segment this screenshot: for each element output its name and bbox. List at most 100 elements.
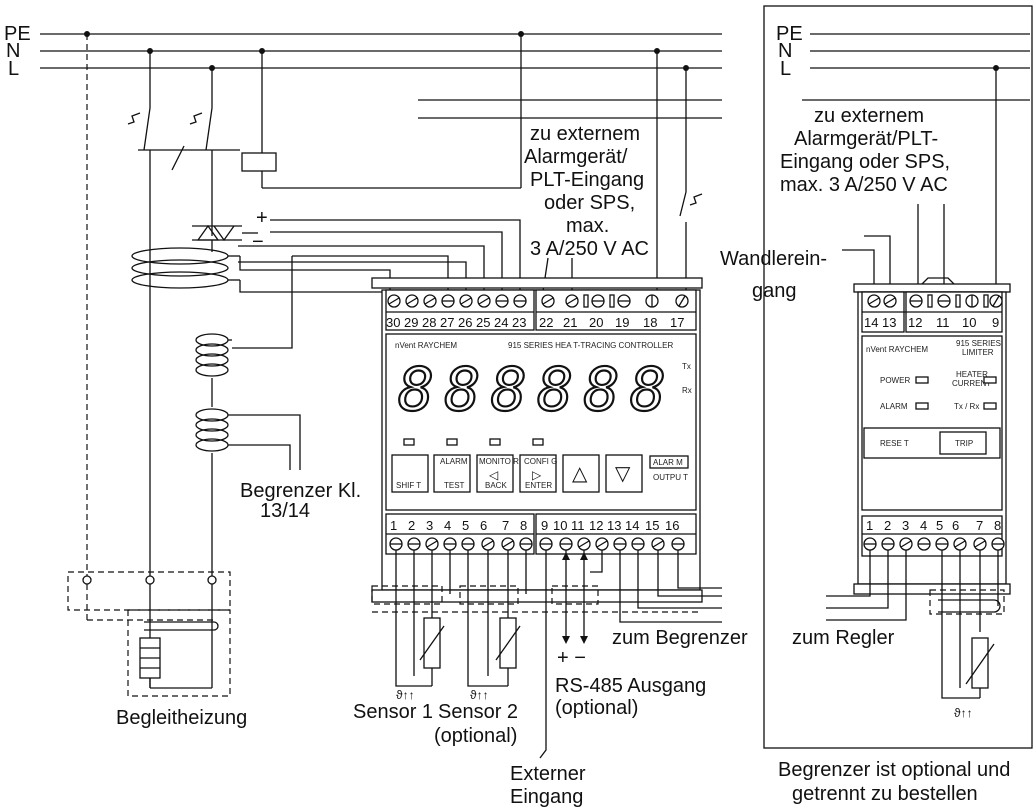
controller-bottom-terminal-numbers: 1 2 3 4 5 6 7 8 9 10 11 12 13 14 15 16	[390, 518, 679, 533]
svg-text:20: 20	[589, 315, 603, 330]
alarm-text-left-3: PLT-Eingang	[530, 169, 644, 191]
junction-box-terminals	[82, 575, 217, 585]
limiter-wiring	[826, 550, 1005, 699]
svg-text:21: 21	[563, 315, 577, 330]
svg-text:▷: ▷	[532, 468, 542, 482]
alarm-text-left-4: oder SPS,	[544, 192, 635, 214]
alarm-text-left-5: max.	[566, 215, 609, 237]
svg-text:TEST: TEST	[444, 481, 465, 490]
begrenzer-optional-2: getrennt zu bestellen	[792, 783, 978, 805]
svg-text:4: 4	[920, 518, 927, 533]
limiter-top-terminal-numbers: 14 13 12 11 10 9	[864, 315, 999, 330]
test-button[interactable]: ALARM TEST	[433, 454, 471, 493]
svg-text:2: 2	[884, 518, 891, 533]
coil-2	[195, 333, 232, 377]
begrenzer-optional-1: Begrenzer ist optional und	[778, 759, 1010, 781]
sensor2-label: Sensor 2	[438, 701, 518, 723]
svg-text:14: 14	[625, 518, 639, 533]
shift-button[interactable]: SHIF T	[391, 454, 429, 493]
svg-text:11: 11	[571, 518, 585, 533]
power-led	[915, 376, 929, 384]
limiter-sensor-symbol: ϑ↑↑	[954, 706, 973, 720]
controller-brand: nVent RAYCHEM	[395, 341, 457, 350]
svg-text:25: 25	[476, 315, 490, 330]
begrenzer-kl-label-2: 13/14	[260, 500, 310, 522]
controller-bottom-screws	[389, 537, 685, 551]
svg-text:7: 7	[976, 518, 983, 533]
limiter-title-1: 915 SERIES	[956, 339, 1001, 348]
svg-text:26: 26	[458, 315, 472, 330]
l-label-right: L	[780, 58, 791, 80]
reset-button[interactable]: RESE T	[880, 439, 909, 448]
sensor-wiring	[371, 550, 722, 759]
controller-top-screws	[387, 294, 689, 308]
trip-button[interactable]: TRIP	[939, 431, 987, 455]
heater-current-label-2: CURRENT	[952, 379, 991, 388]
controller-title: 915 SERIES HEA T-TRACING CONTROLLER	[508, 341, 673, 350]
down-button[interactable]: ▽	[605, 454, 643, 493]
sensor2-optional: (optional)	[434, 725, 517, 747]
svg-text:2: 2	[408, 518, 415, 533]
rs485-optional: (optional)	[555, 697, 638, 719]
alarm-text-right-3: Eingang oder SPS,	[780, 151, 950, 173]
externer-eingang-2: Eingang	[510, 786, 583, 808]
svg-text:9: 9	[992, 315, 999, 330]
svg-text:6: 6	[480, 518, 487, 533]
limiter-brand: nVent RAYCHEM	[866, 345, 928, 354]
svg-text:12: 12	[589, 518, 603, 533]
svg-text:13: 13	[607, 518, 621, 533]
svg-text:◁: ◁	[489, 468, 499, 482]
limiter-top-screws	[867, 294, 1003, 308]
minus-sign: −	[252, 231, 264, 253]
ssr-symbol	[192, 224, 258, 252]
back-button[interactable]: MONITO R ◁ BACK	[476, 454, 519, 493]
alarm-text-right-1: zu externem	[814, 105, 924, 127]
svg-text:3: 3	[902, 518, 909, 533]
switch-17	[679, 191, 703, 217]
externer-eingang-1: Externer	[510, 763, 586, 785]
svg-text:4: 4	[444, 518, 451, 533]
rx-label: Rx	[682, 386, 692, 395]
alarm-text-left-6: 3 A/250 V AC	[530, 238, 649, 260]
svg-text:12: 12	[908, 315, 922, 330]
alarm-text-left-1: zu externem	[530, 123, 640, 145]
svg-text:8: 8	[994, 518, 1001, 533]
svg-text:17: 17	[670, 315, 684, 330]
svg-text:△: △	[572, 463, 588, 485]
svg-text:14: 14	[864, 315, 878, 330]
limiter-bottom-terminal-numbers: 1 2 3 4 5 6 7 8	[866, 518, 1001, 533]
svg-text:BACK: BACK	[485, 481, 507, 490]
svg-text:3: 3	[426, 518, 433, 533]
alarm-output-led	[649, 455, 689, 469]
wandler-label-2: gang	[752, 280, 797, 302]
svg-text:1: 1	[866, 518, 873, 533]
enter-button[interactable]: CONFI G ▷ ENTER	[519, 454, 557, 493]
wandler-wire-2	[864, 235, 891, 290]
alarm-text-right-2: Alarmgerät/PLT-	[794, 128, 938, 150]
svg-text:9: 9	[541, 518, 548, 533]
svg-text:18: 18	[643, 315, 657, 330]
svg-text:10: 10	[553, 518, 567, 533]
sensor1-symbol: ϑ↑↑	[396, 688, 415, 702]
pe-label-right: PE	[776, 23, 803, 45]
controller-top-terminal-numbers: 30 29 28 27 26 25 24 23 22 21 20 19 18 1…	[386, 315, 684, 330]
svg-text:15: 15	[645, 518, 659, 533]
alarm-led	[915, 402, 929, 410]
svg-text:MONITO R: MONITO R	[479, 457, 519, 466]
svg-text:11: 11	[936, 315, 950, 330]
wandler-label-1: Wandlerein-	[720, 248, 827, 270]
up-button[interactable]: △	[562, 454, 600, 493]
svg-text:19: 19	[615, 315, 629, 330]
alarm-text-right-4: max. 3 A/250 V AC	[780, 174, 948, 196]
svg-text:1: 1	[390, 518, 397, 533]
svg-text:29: 29	[404, 315, 418, 330]
n-label-right: N	[778, 40, 792, 62]
svg-text:28: 28	[422, 315, 436, 330]
begleitheizung-label: Begleitheizung	[116, 707, 247, 729]
power-label: POWER	[880, 376, 910, 385]
l-label: L	[8, 58, 19, 80]
alarm-label: ALARM	[880, 402, 908, 411]
svg-text:27: 27	[440, 315, 454, 330]
svg-text:10: 10	[962, 315, 976, 330]
sensor1-label: Sensor 1	[353, 701, 433, 723]
